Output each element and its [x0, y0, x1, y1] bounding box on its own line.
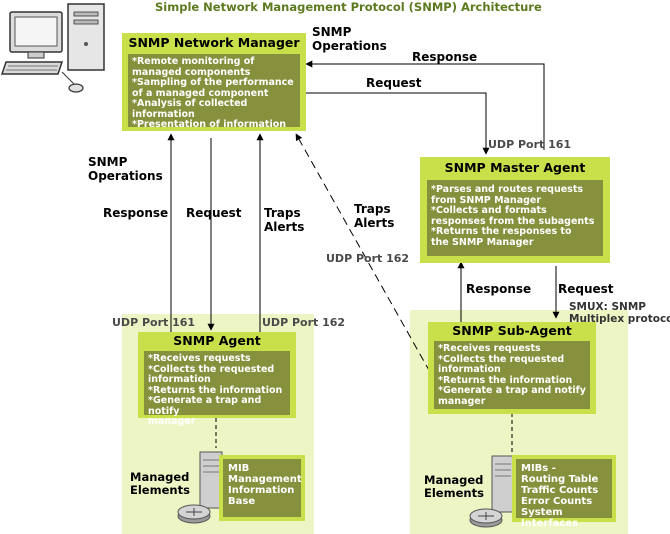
sub-agent-details: *Receives requests *Collects the request…: [434, 341, 590, 409]
sub-agent-title: SNMP Sub-Agent: [452, 323, 572, 338]
manager-item: managed components: [132, 66, 251, 78]
computer-icon: [0, 3, 105, 93]
mib-item: MIB: [228, 463, 250, 474]
request-left-label: Request: [186, 206, 242, 220]
request-top-arrow: [306, 92, 490, 155]
agent-item: information: [148, 374, 211, 385]
mib-item: Traffic Counts: [521, 485, 599, 496]
mib-item: MIBs -: [521, 463, 556, 474]
managed-elements-left-label: Managed Elements: [130, 470, 190, 497]
diagram-title: Simple Network Management Protocol (SNMP…: [155, 0, 542, 14]
network-manager-title: SNMP Network Manager: [128, 35, 300, 50]
udp-161-master-label: UDP Port 161: [488, 138, 572, 151]
sub-agent-item: *Receives requests: [438, 343, 541, 354]
udp-161-agent-label: UDP Port 161: [112, 316, 196, 329]
request-sub-label: Request: [558, 282, 614, 296]
sub-agent-box: SNMP Sub-Agent *Receives requests *Colle…: [428, 322, 596, 414]
snmp-operations-top-label: SNMP Operations: [312, 25, 387, 53]
snmp-operations-left-label: SNMP Operations: [88, 155, 163, 183]
agent-details: *Receives requests *Collects the request…: [144, 351, 290, 427]
traps-alerts-left-label: Traps Alerts: [264, 206, 305, 234]
udp-162-mid-label: UDP Port 162: [326, 252, 410, 265]
agent-item: *Generate a trap and notify: [148, 395, 262, 417]
mib-item: Error Counts: [521, 496, 593, 507]
master-item: the SNMP Manager: [431, 236, 534, 248]
mib-item: Base: [228, 496, 256, 507]
sub-agent-item: manager: [438, 395, 486, 407]
mib-right-box: MIBs - Routing Table Traffic Counts Erro…: [512, 455, 616, 529]
smux-label: SMUX: SNMP Multiplex protocol: [569, 301, 670, 325]
sub-agent-item: *Returns the information: [438, 374, 573, 386]
manager-item: of a managed component: [132, 87, 269, 99]
mib-left-details: MIB Management Information Base: [223, 459, 302, 517]
agent-item: *Receives requests: [148, 353, 251, 364]
network-manager-box: SNMP Network Manager *Remote monitoring …: [122, 33, 306, 131]
network-manager-details: *Remote monitoring of managed components…: [128, 54, 300, 130]
agent-item: *Returns the information: [148, 384, 283, 396]
mib-right-details: MIBs - Routing Table Traffic Counts Erro…: [516, 459, 612, 529]
traps-alerts-mid-label: Traps Alerts: [354, 202, 395, 230]
request-top-label: Request: [366, 76, 422, 90]
server-router-icon: [469, 455, 515, 528]
master-item: *Collects and formats: [431, 205, 547, 216]
traps-dashed-arrow: [295, 133, 431, 373]
manager-item: *Presentation of information: [132, 119, 286, 130]
response-top-label: Response: [412, 50, 478, 64]
master-item: *Returns the responses to: [431, 226, 572, 237]
response-top-arrow: [305, 60, 545, 150]
managed-elements-right-label: Managed Elements: [424, 473, 484, 500]
agent-item: manager: [148, 416, 196, 427]
agent-item: *Collects the requested: [148, 363, 275, 375]
agent-title: SNMP Agent: [173, 333, 261, 348]
master-agent-box: SNMP Master Agent *Parses and routes req…: [420, 157, 610, 263]
sub-agent-item: *Generate a trap and notify: [438, 385, 586, 396]
master-item: responses from the subagents: [431, 215, 595, 227]
response-sub-label: Response: [466, 282, 532, 296]
master-agent-title: SNMP Master Agent: [444, 160, 586, 175]
sub-agent-item: *Collects the requested: [438, 353, 565, 365]
manager-item: *Analysis of collected information: [132, 98, 248, 120]
mib-item: Management: [228, 474, 302, 485]
mib-item: Information: [228, 485, 295, 496]
mib-item: Routing Table: [521, 474, 599, 485]
mib-left-box: MIB Management Information Base: [219, 455, 305, 521]
master-item: *Parses and routes requests: [431, 184, 584, 195]
agent-box: SNMP Agent *Receives requests *Collects …: [138, 332, 296, 427]
server-router-icon: [177, 451, 223, 524]
manager-item: *Remote monitoring of: [132, 56, 255, 67]
manager-item: *Sampling of the performance: [132, 77, 294, 88]
master-agent-details: *Parses and routes requests from SNMP Ma…: [427, 180, 603, 256]
udp-162-agent-label: UDP Port 162: [262, 316, 346, 329]
sub-agent-item: information: [438, 364, 501, 375]
master-item: from SNMP Manager: [431, 194, 542, 206]
mib-item: System Interfaces: [521, 507, 579, 529]
response-left-label: Response: [103, 206, 169, 220]
